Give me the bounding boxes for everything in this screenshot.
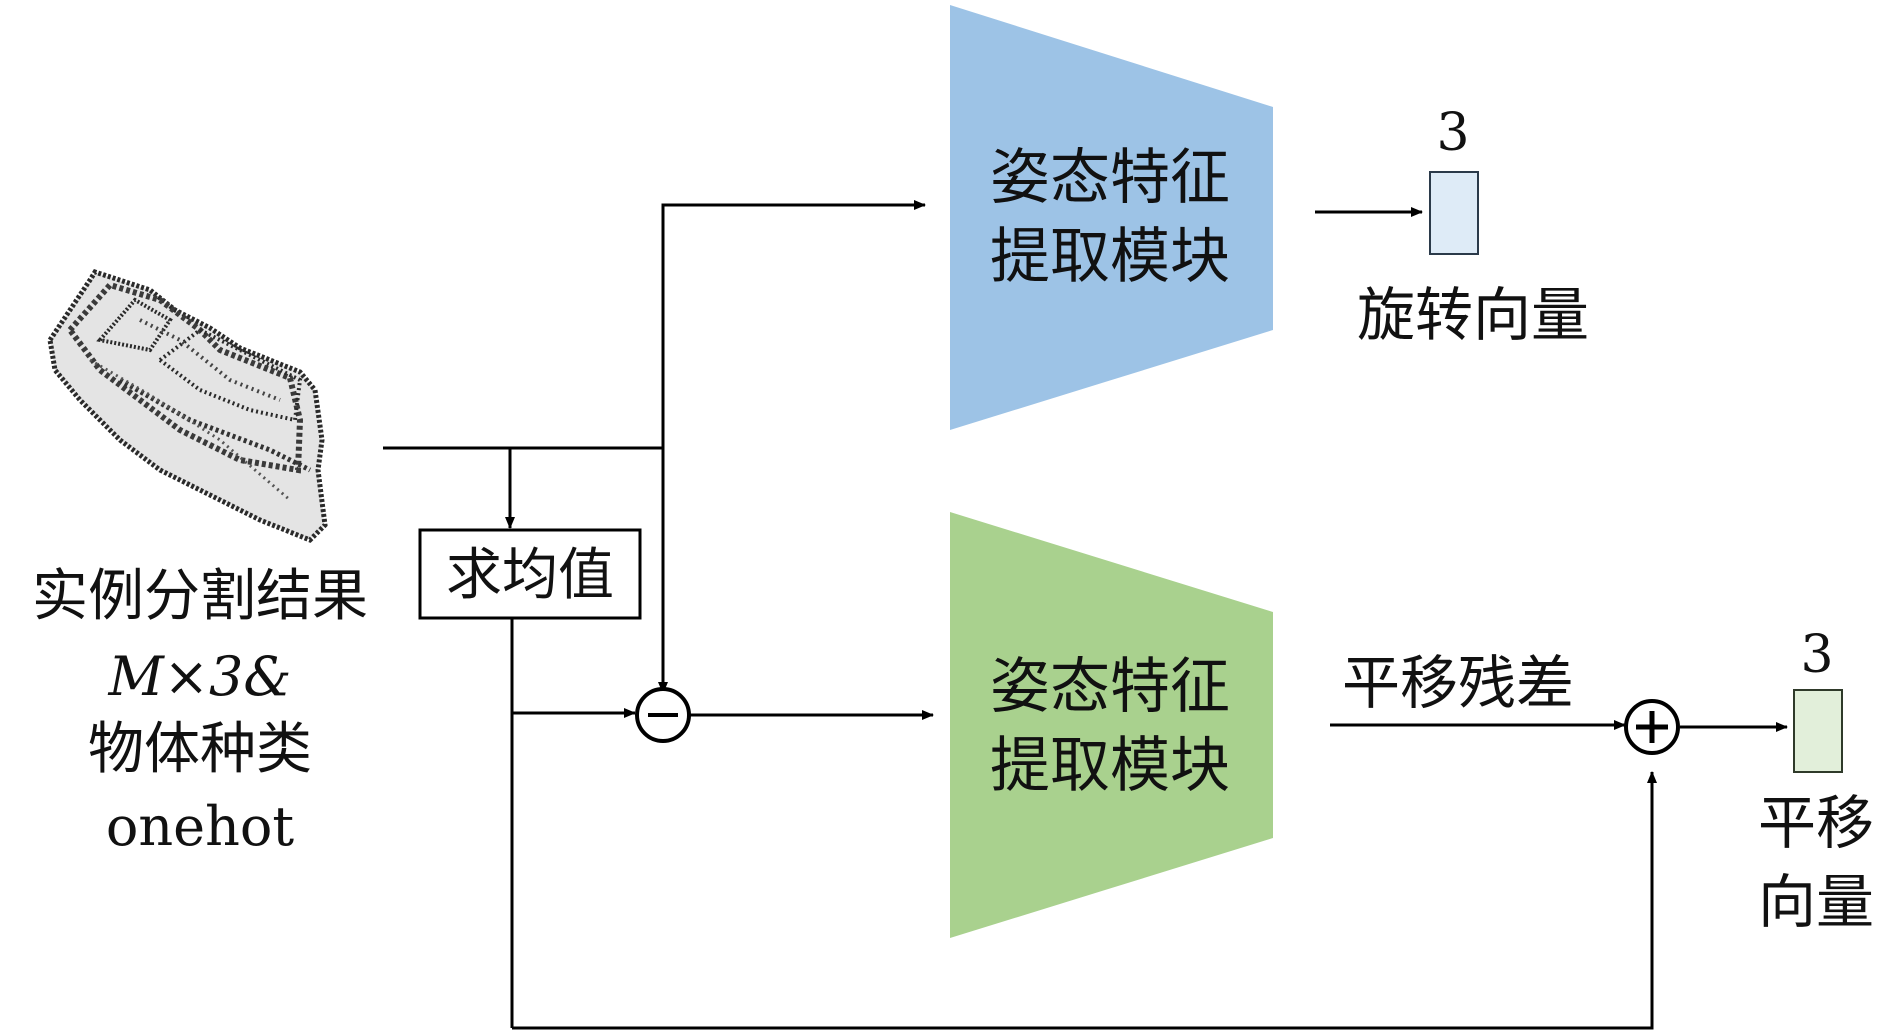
translation-residual-label: 平移残差 [1342, 649, 1574, 717]
top-feature-extraction-module [950, 5, 1273, 430]
translation-vector-box [1793, 689, 1843, 773]
connection-wires [383, 200, 1788, 1030]
mean-box-label: 求均值 [446, 543, 614, 608]
input-label-line1: 实例分割结果 [32, 564, 368, 629]
rotation-vector-box [1429, 171, 1479, 255]
arrow-to-top-module [661, 200, 926, 448]
point-cloud-image [47, 269, 328, 543]
translation-vector-label-line1: 平移 [1758, 789, 1874, 857]
input-label-line4: onehot [106, 795, 295, 858]
mean-skip-to-plus-arrow [512, 771, 1657, 1030]
translation-vector-label-line2: 向量 [1758, 868, 1874, 936]
input-label-line2: M×3& [108, 645, 292, 708]
top-module-label-line2: 提取模块 [990, 222, 1230, 292]
rotation-vector-label: 旋转向量 [1357, 281, 1589, 349]
input-label-line3: 物体种类 [88, 717, 312, 782]
bottom-feature-extraction-module [950, 512, 1273, 938]
bottom-module-label-line1: 姿态特征 [990, 652, 1230, 722]
mean-box [418, 528, 642, 620]
plus-operator [1624, 699, 1680, 755]
bottom-module-label-line2: 提取模块 [990, 731, 1230, 801]
translation-dim-label: 3 [1800, 625, 1833, 685]
top-module-label-line1: 姿态特征 [990, 143, 1230, 213]
minus-operator [635, 687, 691, 743]
rotation-dim-label: 3 [1436, 103, 1469, 163]
